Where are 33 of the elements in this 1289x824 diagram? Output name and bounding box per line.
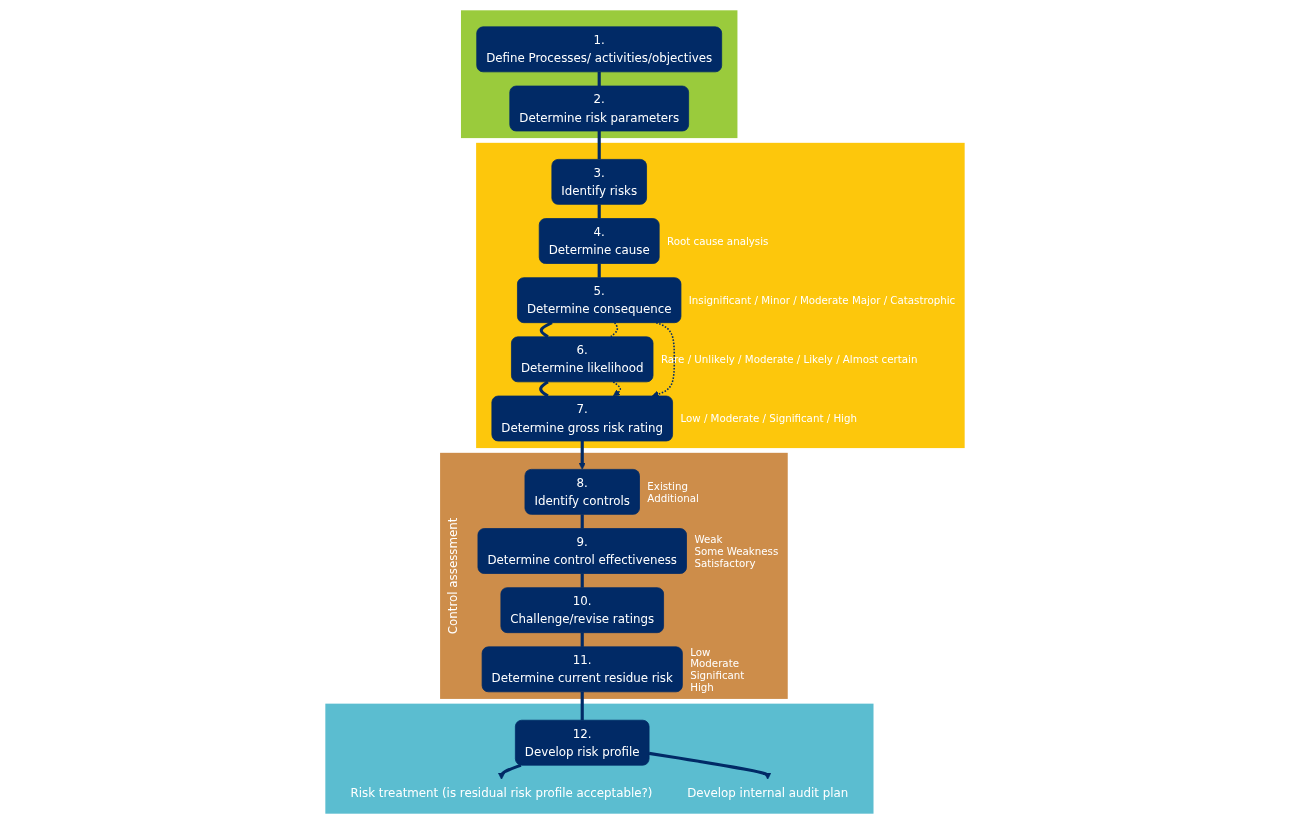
side-note: Low Moderate Significant High	[689, 645, 744, 694]
node-box: 8. Identify controls	[524, 469, 640, 515]
arrow	[648, 751, 771, 780]
connector	[580, 691, 584, 721]
node-box: 6. Determine likelihood	[510, 336, 653, 383]
side-note: Existing Additional	[646, 479, 699, 504]
side-note: Root cause analysis	[666, 234, 768, 247]
node-box: 7. Determine gross risk rating	[491, 395, 673, 442]
node-box: 10. Challenge/revise ratings	[500, 587, 664, 634]
side-note: Low / Moderate / Significant / High	[679, 412, 857, 425]
node-text: Develop internal audit plan	[686, 785, 848, 800]
node-text: Risk treatment (is residual risk profile acceptable?)	[350, 785, 652, 800]
arrow	[578, 440, 586, 470]
node-box: 2. Determine risk parameters	[508, 85, 689, 132]
node-box: 11. Determine current residue risk	[481, 646, 683, 693]
side-note: Weak Some Weakness Satisfactory	[693, 533, 778, 569]
cluster	[324, 703, 873, 814]
node-box: 5. Determine consequence	[516, 277, 681, 324]
node-box: 12. Develop risk profile	[514, 719, 649, 766]
arrow	[612, 381, 621, 397]
arrow	[651, 321, 675, 398]
connector	[538, 380, 549, 398]
cluster	[475, 142, 965, 449]
side-note: Insignificant / Minor / Moderate Major / Catastrophic	[688, 294, 955, 307]
node-box: 3. Identify risks	[550, 159, 647, 205]
connector	[609, 321, 618, 338]
connector	[597, 130, 601, 160]
node-box: 1. Define Processes/ activities/objectives	[475, 26, 722, 73]
node-box: 9. Determine control effectiveness	[477, 528, 687, 574]
arrow	[497, 763, 521, 780]
node-box: 4. Determine cause	[538, 218, 660, 264]
side-note: Rare / Unlikely / Moderate / Likely / Almost certain	[660, 353, 917, 366]
cluster	[460, 10, 737, 139]
